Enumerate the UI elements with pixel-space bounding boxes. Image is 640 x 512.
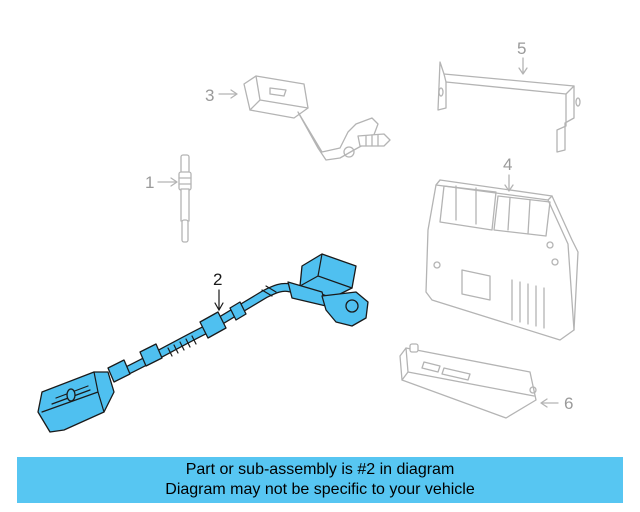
callout-3-label: 3	[205, 86, 214, 105]
callout-1-label: 1	[145, 173, 154, 192]
part-3-sensor	[243, 75, 391, 161]
caption-line-1: Part or sub-assembly is #2 in diagram	[185, 461, 455, 478]
callout-3: 3	[205, 86, 238, 105]
callout-1: 1	[145, 173, 178, 192]
part-4-control-module	[425, 179, 579, 341]
callout-2: 2	[213, 270, 224, 312]
callout-4-label: 4	[503, 155, 512, 174]
callout-6-label: 6	[564, 394, 573, 413]
caption-banner: Part or sub-assembly is #2 in diagram Di…	[17, 457, 623, 503]
part-1-pin	[178, 154, 192, 243]
part-2-sensor-harness	[37, 253, 369, 433]
parts-diagram: 5 3 1 4	[37, 39, 581, 433]
callout-5-label: 5	[517, 39, 526, 58]
caption-line-2: Diagram may not be specific to your vehi…	[165, 481, 475, 498]
callout-4: 4	[503, 155, 514, 192]
part-5-bracket	[437, 61, 581, 153]
callout-5: 5	[517, 39, 528, 75]
callout-2-label: 2	[213, 270, 222, 289]
callout-6: 6	[540, 394, 573, 413]
part-6-tray	[399, 343, 537, 419]
